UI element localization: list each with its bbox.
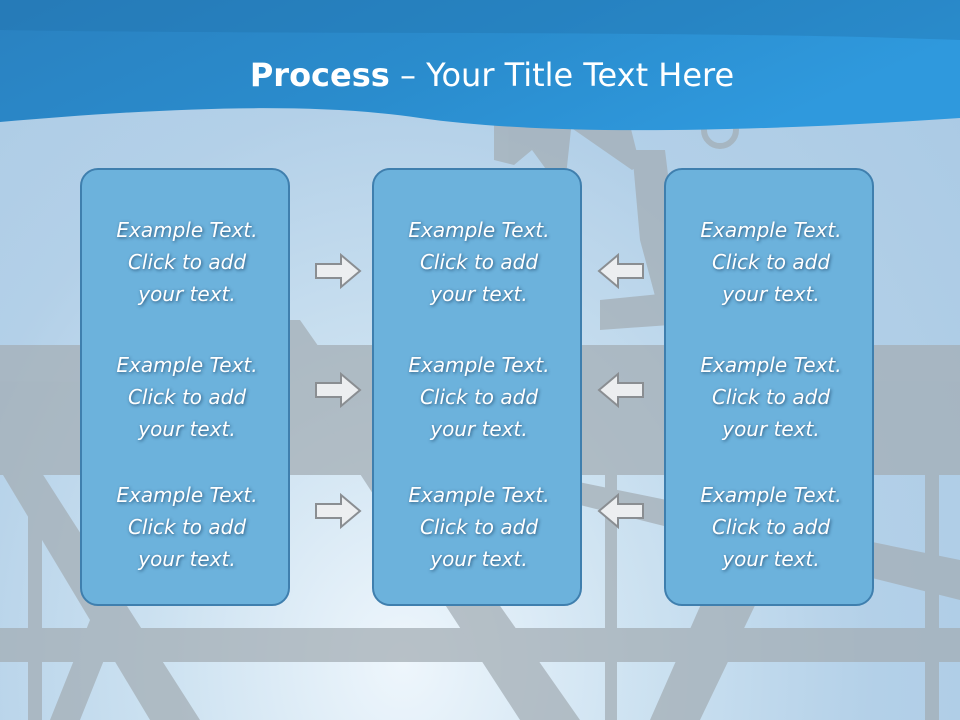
left-arrow-icon	[597, 493, 644, 529]
text-line: your text.	[722, 282, 820, 306]
right-panel[interactable]: Example Text. Click to add your text. Ex…	[664, 168, 874, 606]
text-block[interactable]: Example Text. Click to add your text.	[666, 349, 876, 445]
text-line: Click to add	[711, 250, 831, 274]
text-block[interactable]: Example Text. Click to add your text.	[666, 479, 876, 575]
page-title[interactable]: Process – Your Title Text Here	[0, 53, 960, 97]
text-line: Click to add	[419, 515, 539, 539]
text-line: Click to add	[711, 385, 831, 409]
text-line: your text.	[138, 417, 236, 441]
text-block[interactable]: Example Text. Click to add your text.	[374, 479, 584, 575]
text-line: Example Text.	[116, 483, 258, 507]
title-rest: – Your Title Text Here	[389, 56, 735, 94]
right-arrow-icon	[315, 372, 362, 408]
text-line: your text.	[430, 417, 528, 441]
text-block[interactable]: Example Text. Click to add your text.	[82, 214, 292, 310]
left-arrow-icon	[597, 253, 644, 289]
text-block[interactable]: Example Text. Click to add your text.	[666, 214, 876, 310]
text-line: Click to add	[127, 250, 247, 274]
right-arrow-icon	[315, 493, 362, 529]
text-block[interactable]: Example Text. Click to add your text.	[374, 349, 584, 445]
text-line: Example Text.	[700, 483, 842, 507]
text-line: your text.	[138, 547, 236, 571]
text-line: Example Text.	[408, 353, 550, 377]
text-line: your text.	[430, 282, 528, 306]
text-line: your text.	[722, 417, 820, 441]
text-line: Example Text.	[700, 218, 842, 242]
text-line: Click to add	[711, 515, 831, 539]
center-panel[interactable]: Example Text. Click to add your text. Ex…	[372, 168, 582, 606]
text-block[interactable]: Example Text. Click to add your text.	[374, 214, 584, 310]
text-line: your text.	[430, 547, 528, 571]
text-line: Click to add	[127, 385, 247, 409]
text-block[interactable]: Example Text. Click to add your text.	[82, 479, 292, 575]
text-block[interactable]: Example Text. Click to add your text.	[82, 349, 292, 445]
header-band	[0, 0, 960, 131]
left-arrow-icon	[597, 372, 644, 408]
text-line: Click to add	[419, 385, 539, 409]
left-panel[interactable]: Example Text. Click to add your text. Ex…	[80, 168, 290, 606]
text-line: Example Text.	[408, 483, 550, 507]
title-bold: Process	[249, 56, 390, 94]
text-line: Example Text.	[408, 218, 550, 242]
text-line: Example Text.	[700, 353, 842, 377]
text-line: your text.	[722, 547, 820, 571]
right-arrow-icon	[315, 253, 362, 289]
text-line: Click to add	[127, 515, 247, 539]
text-line: Click to add	[419, 250, 539, 274]
text-line: Example Text.	[116, 218, 258, 242]
text-line: your text.	[138, 282, 236, 306]
text-line: Example Text.	[116, 353, 258, 377]
